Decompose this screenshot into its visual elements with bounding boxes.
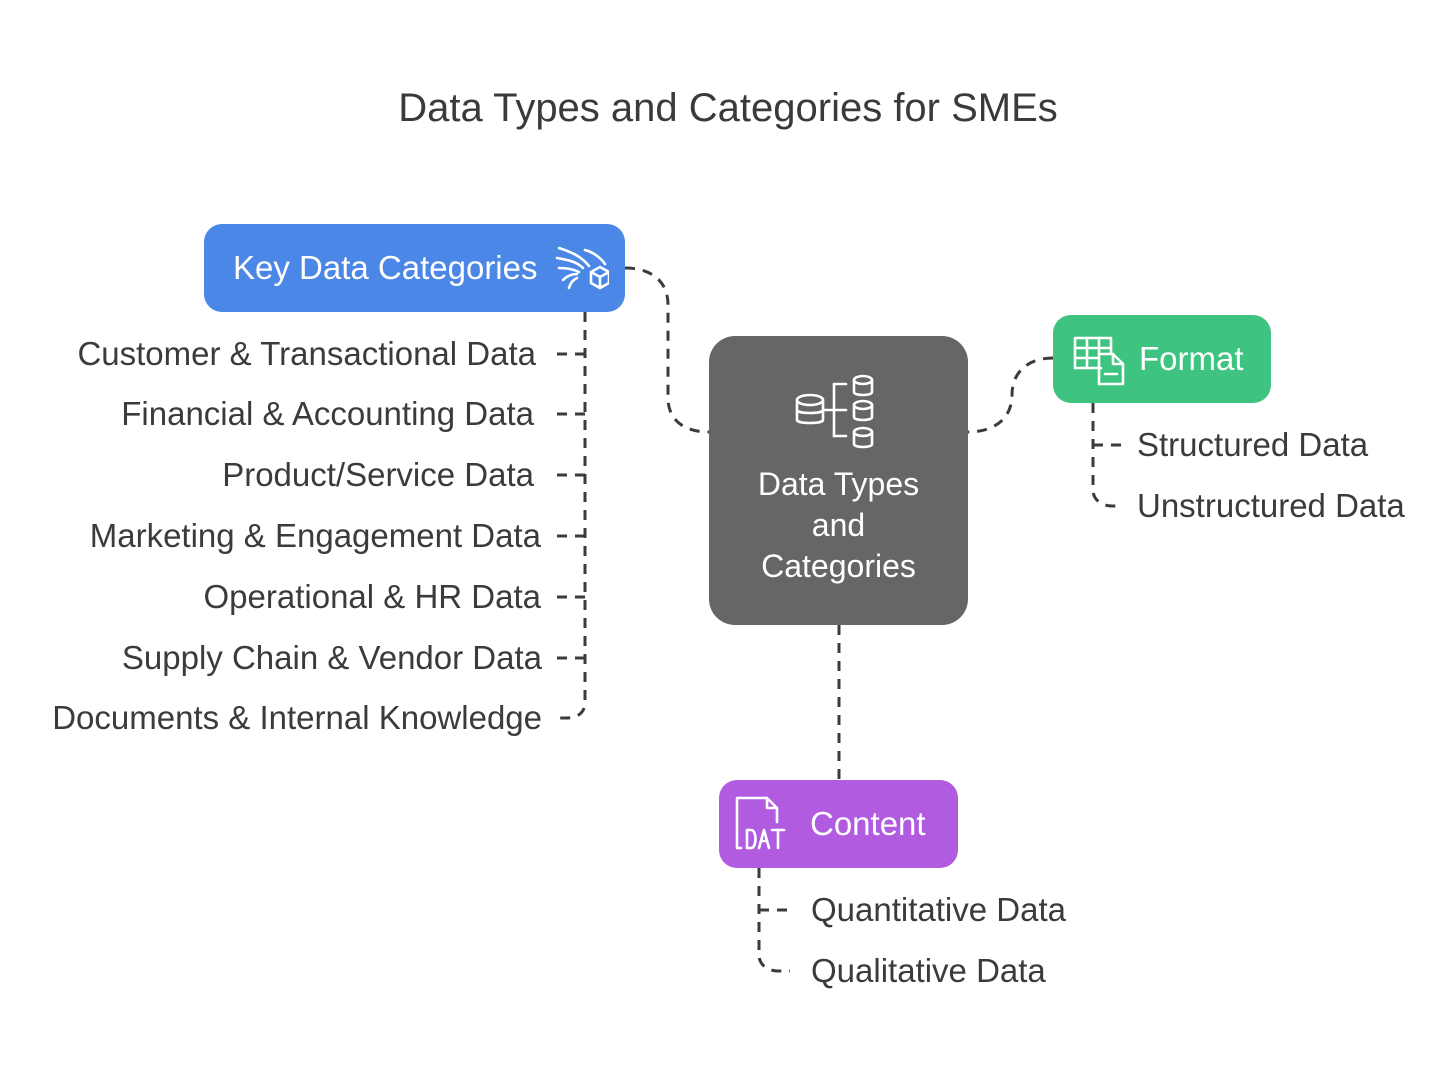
content-item: Qualitative Data [811, 952, 1046, 989]
format-item: Structured Data [1137, 426, 1369, 463]
table-document-icon [1073, 336, 1125, 386]
center-label-line: Categories [761, 548, 916, 584]
center-node: Data Types and Categories [709, 336, 968, 625]
dat-file-icon [735, 796, 786, 850]
format-node: Format [1053, 315, 1271, 403]
data-flow-cube-icon [555, 246, 609, 290]
connector-key-trunk [556, 312, 587, 720]
key-category-item: Marketing & Engagement Data [89, 517, 541, 554]
connector-format-to-center [967, 356, 1054, 434]
key-data-categories-node: Key Data Categories [204, 224, 625, 312]
key-data-categories-label: Key Data Categories [233, 249, 538, 286]
content-node: Content [719, 780, 958, 868]
content-item: Quantitative Data [811, 891, 1066, 928]
center-label-line: and [811, 507, 866, 543]
center-node-label: Data Types and Categories [709, 464, 968, 587]
diagram-title: Data Types and Categories for SMEs [398, 86, 1058, 130]
center-label-line: Data Types [757, 466, 920, 502]
key-category-item: Documents & Internal Knowledge [52, 699, 542, 736]
key-category-item: Operational & HR Data [203, 578, 542, 615]
format-item: Unstructured Data [1137, 487, 1405, 524]
key-category-item: Product/Service Data [222, 456, 534, 493]
format-label: Format [1139, 340, 1244, 377]
connector-content-trunk [757, 868, 790, 973]
key-category-item: Financial & Accounting Data [121, 395, 534, 432]
connector-format-trunk [1091, 403, 1122, 508]
connector-key-to-center [624, 266, 710, 434]
database-stack-icon [795, 374, 873, 449]
key-category-item: Supply Chain & Vendor Data [121, 639, 542, 676]
content-label: Content [810, 805, 926, 842]
key-category-item: Customer & Transactional Data [77, 335, 536, 372]
